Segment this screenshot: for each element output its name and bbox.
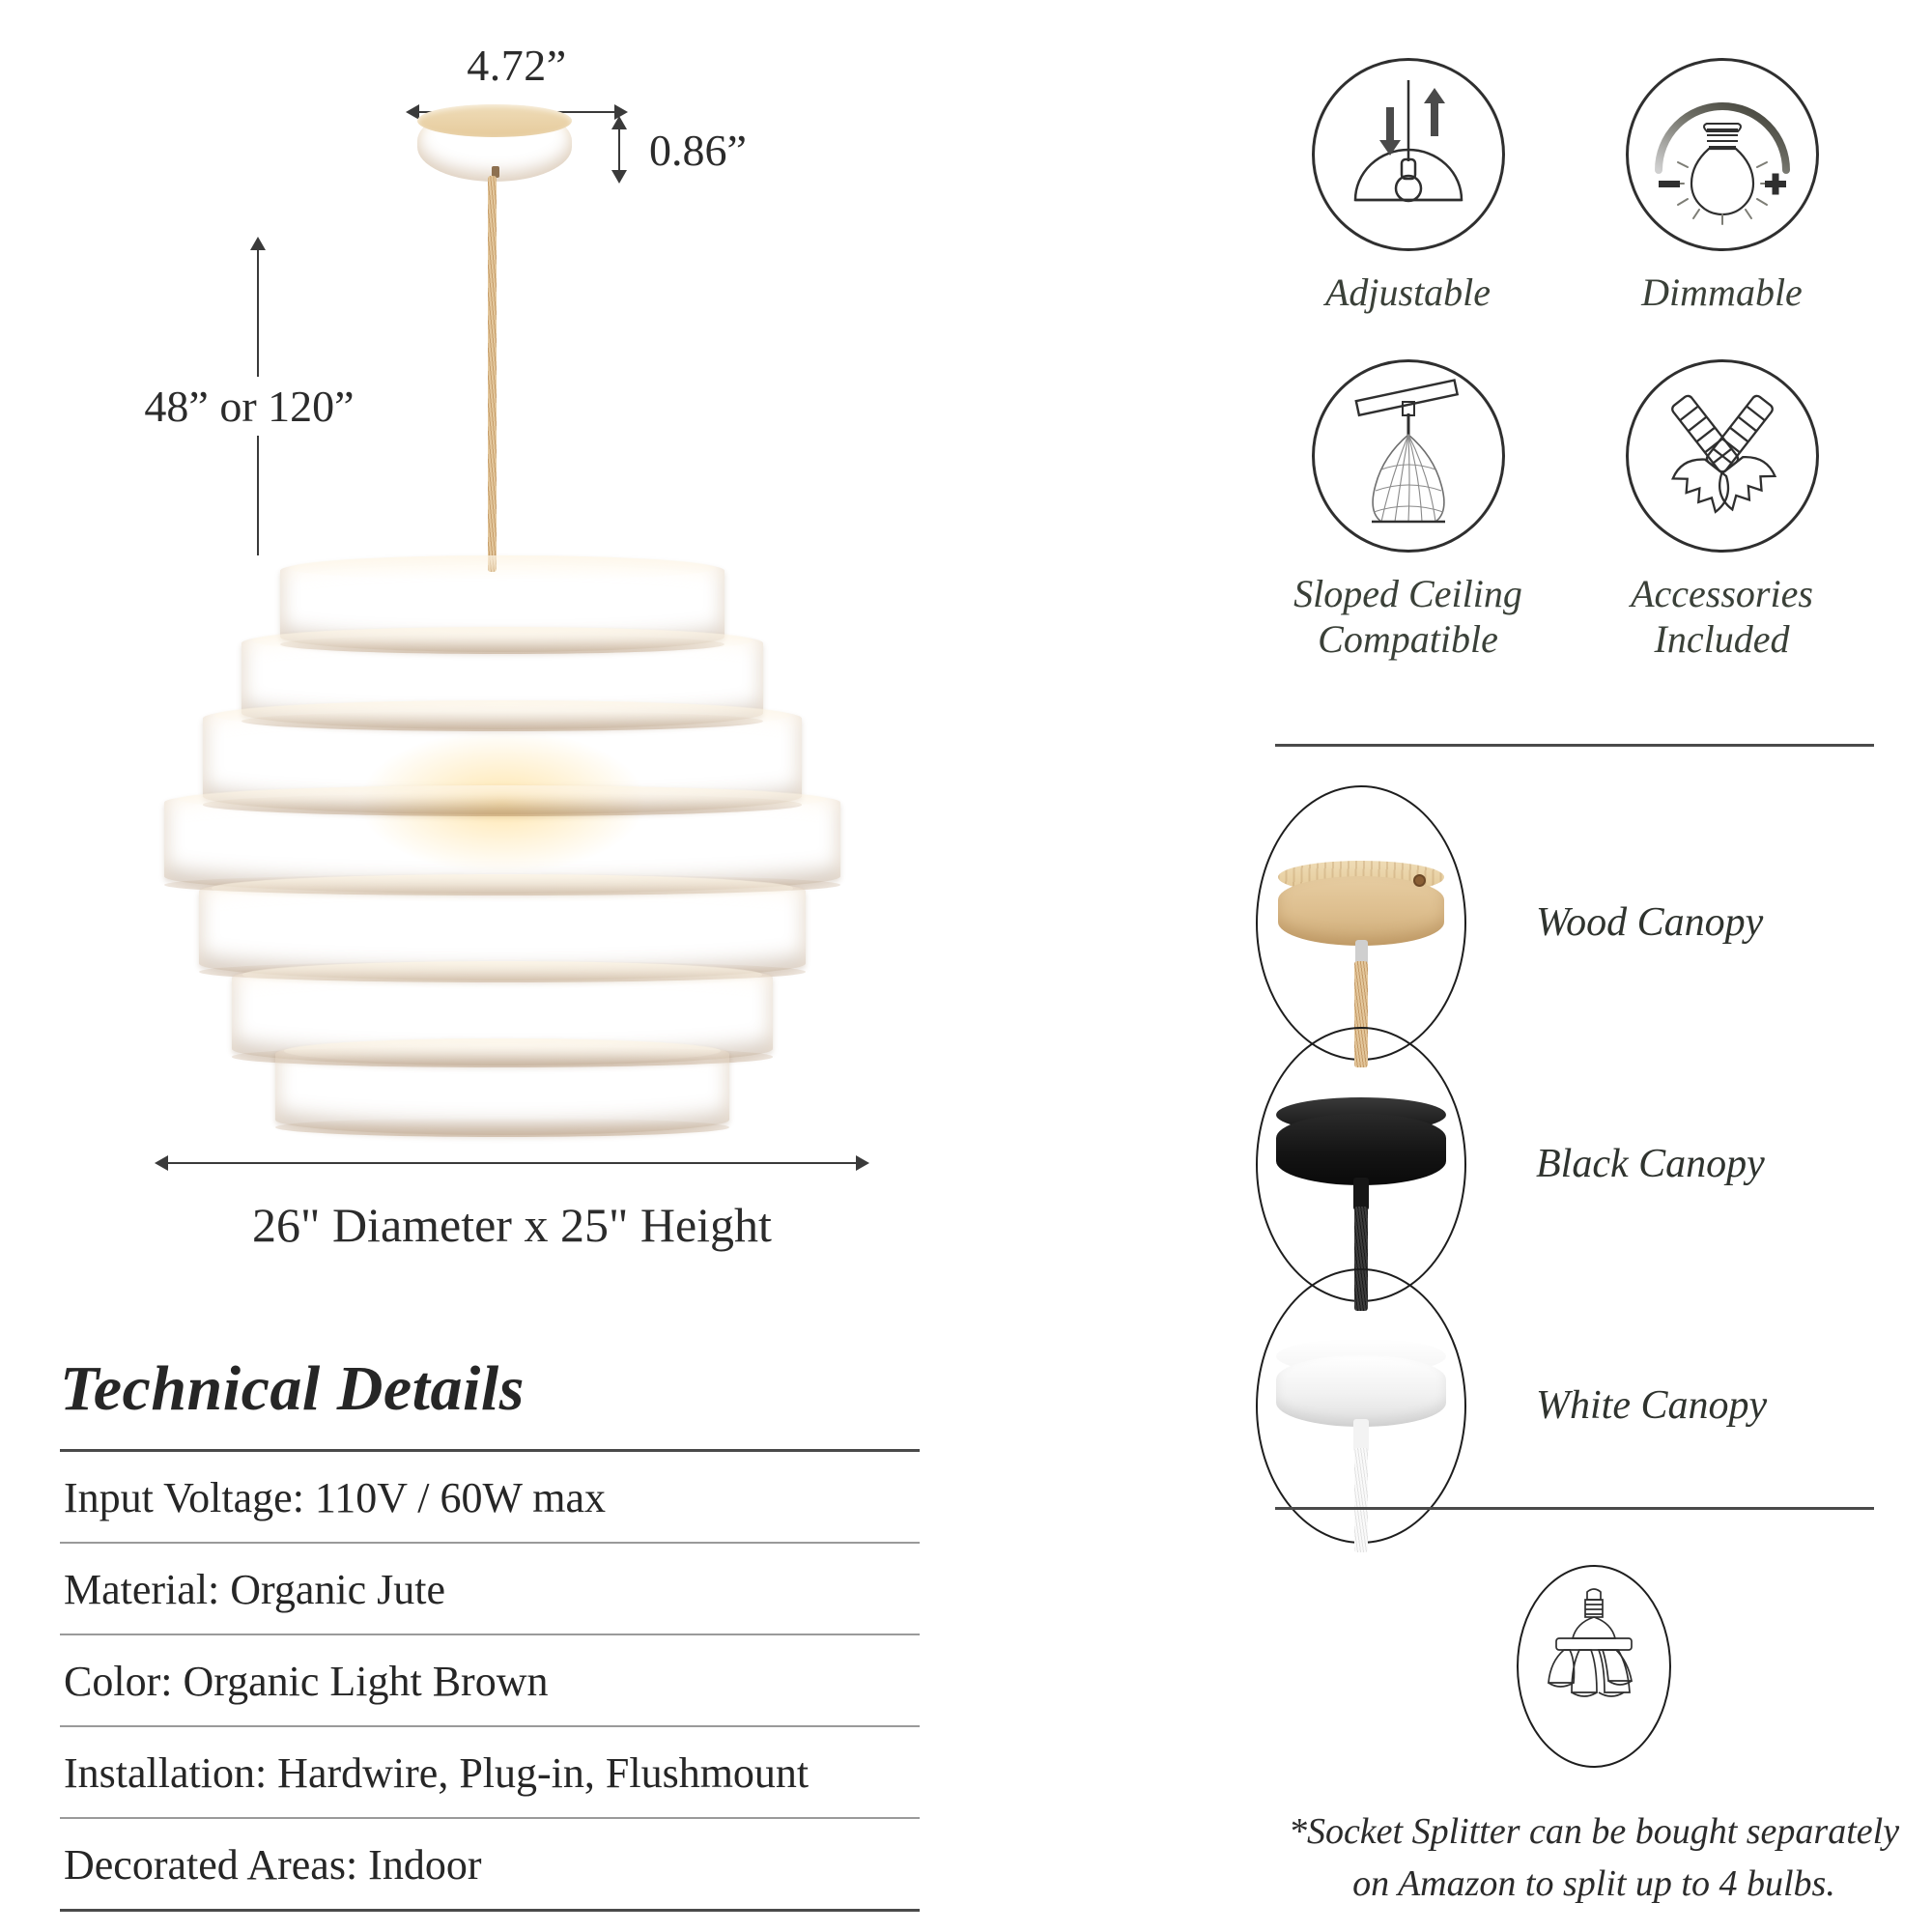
dimension-line [618,125,620,175]
feature-adjustable: Adjustable [1256,58,1560,315]
sloped-ceiling-pendant-icon [1311,359,1505,554]
feature-sloped-ceiling: Sloped Ceiling Compatible [1256,359,1560,662]
canopy-option-wood[interactable]: Wood Canopy [1256,784,1932,1067]
features-column: Adjustable [966,0,1932,1932]
tech-detail-row: Installation: Hardwire, Plug-in, Flushmo… [64,1749,810,1797]
canopy-height-dimension: 0.86” [611,116,747,184]
shade-width-arrow-icon [155,1154,869,1172]
jute-pendant-shade-image [135,555,869,1137]
canopy-option-black[interactable]: Black Canopy [1256,1026,1932,1311]
black-canopy-photo [1256,1026,1466,1311]
arrow-up-icon [611,116,627,129]
canopy-stem [1353,1418,1369,1452]
technical-details-section: Technical Details Input Voltage: 110V / … [60,1352,920,1912]
canopy-option-label: White Canopy [1536,1383,1768,1428]
divider [60,1725,920,1727]
arrow-left-icon [406,104,419,120]
tech-detail-row: Color: Organic Light Brown [64,1658,549,1705]
arrow-down-icon [611,170,627,184]
product-diagram-column: 4.72” 0.86” 48” or 120” [60,43,920,1912]
feature-label-line1: Sloped Ceiling [1293,572,1522,616]
feature-badge-grid: Adjustable [1256,58,1874,662]
canopy-cord-grip [492,166,499,178]
canopy-stem [1353,1177,1369,1210]
dimmable-bulb-icon [1625,58,1819,251]
arrow-left-icon [155,1155,168,1171]
canopy-top-face [417,104,572,137]
shade-size-dimension: 26" Diameter x 25" Height [155,1154,869,1253]
tech-detail-row: Decorated Areas: Indoor [64,1841,482,1889]
splitter-note-line1: *Socket Splitter can be bought separatel… [1288,1811,1900,1852]
shade-size-label: 26" Diameter x 25" Height [252,1198,772,1252]
socket-splitter-icon [1517,1565,1671,1768]
socket-splitter-note: *Socket Splitter can be bought separatel… [1256,1806,1932,1911]
adjustable-pendant-icon [1311,58,1505,251]
feature-label-line2: Compatible [1318,616,1498,661]
feature-label: Sloped Ceiling Compatible [1293,572,1522,662]
canopy-width-dimension: 4.72” [406,43,628,121]
canopy-body [1278,875,1444,946]
dimension-line [163,1162,861,1164]
section-divider [1275,744,1874,747]
feature-label: Dimmable [1641,270,1803,314]
divider [60,1817,920,1819]
wood-canopy-photo [1256,784,1466,1067]
canopy-body [1276,1113,1446,1185]
white-canopy-photo [1256,1267,1466,1552]
tech-detail-row: Input Voltage: 110V / 60W max [64,1474,606,1521]
drop-length-dimension: 48” or 120” [104,237,433,555]
divider [60,1634,920,1635]
section-divider [1275,1507,1874,1510]
technical-details-title: Technical Details [60,1353,525,1424]
feature-label: Adjustable [1324,270,1492,314]
canopy-body [1276,1354,1446,1427]
crossed-anchors-icon [1625,359,1819,554]
divider [60,1542,920,1544]
feature-label-line1: Accessories [1631,572,1813,616]
canopy-option-white[interactable]: White Canopy [1256,1267,1932,1552]
feature-dimmable: Dimmable [1570,58,1874,315]
divider [60,1909,920,1912]
wood-canopy-image [417,104,572,182]
feature-accessories: Accessories Included [1570,359,1874,662]
drop-length-label: 48” or 120” [104,377,394,436]
canopy-height-arrow-icon [611,116,628,184]
canopy-option-label: Black Canopy [1536,1142,1765,1186]
jute-cord [488,176,497,572]
feature-label: Accessories Included [1631,572,1813,662]
canopy-stem [1355,939,1368,965]
braided-cord [1354,1447,1368,1552]
canopy-option-label: Wood Canopy [1536,900,1764,945]
arrow-right-icon [856,1155,869,1171]
shade-tier [275,1038,729,1137]
tech-detail-row: Material: Organic Jute [64,1566,446,1613]
socket-splitter-section: *Socket Splitter can be bought separatel… [1256,1565,1932,1911]
divider [60,1449,920,1452]
canopy-screw-icon [1413,873,1426,887]
canopy-width-label: 4.72” [467,41,567,90]
arrow-up-icon [250,237,266,250]
canopy-options-list: Wood Canopy Black Canopy White Canopy [1256,784,1932,1552]
canopy-height-label: 0.86” [649,125,747,175]
splitter-note-line2: on Amazon to split up to 4 bulbs. [1352,1862,1835,1904]
feature-label-line2: Included [1654,616,1790,661]
